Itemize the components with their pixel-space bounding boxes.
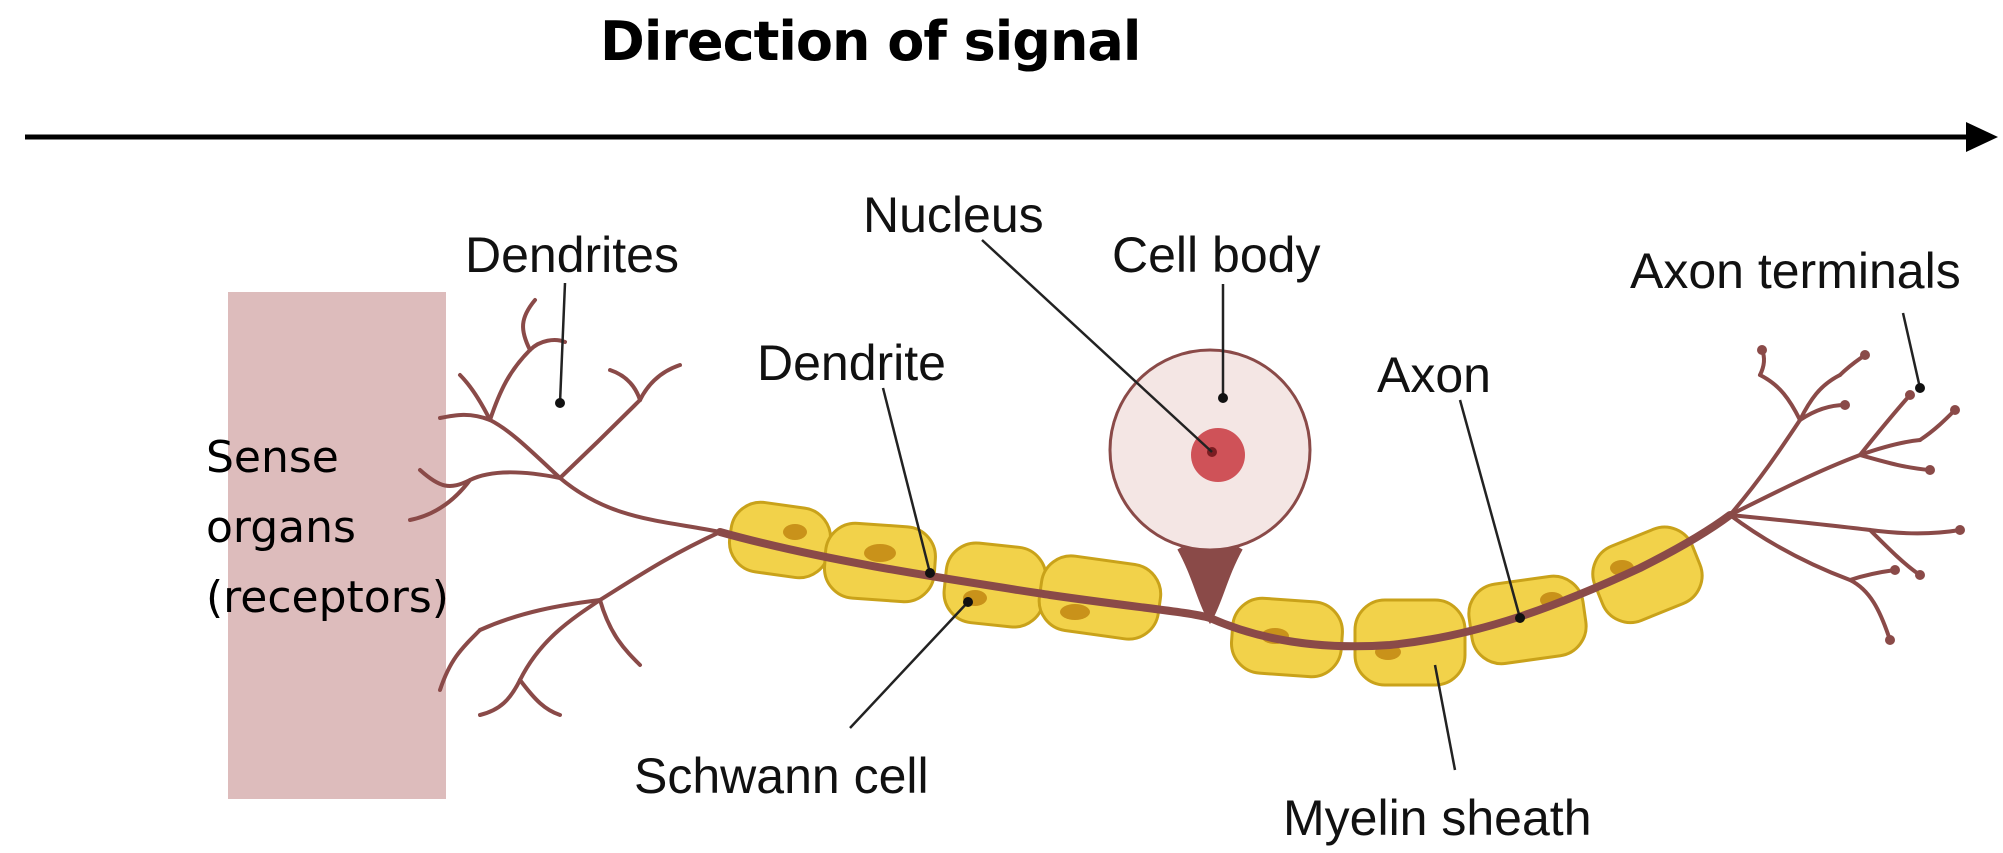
sense-organs-line: Sense bbox=[206, 423, 449, 493]
label-nucleus: Nucleus bbox=[863, 187, 1044, 243]
label-myelin-sheath: Myelin sheath bbox=[1283, 790, 1592, 846]
nucleus bbox=[1191, 428, 1245, 482]
axon-terminal-tree bbox=[1730, 350, 1960, 640]
axon-terminal-knobs bbox=[1757, 345, 1965, 645]
label-dendrite: Dendrite bbox=[757, 335, 946, 391]
label-cell-body: Cell body bbox=[1112, 227, 1320, 283]
sense-organs-line: (receptors) bbox=[206, 563, 449, 633]
signal-direction-arrow bbox=[25, 122, 1998, 152]
label-schwann-cell: Schwann cell bbox=[634, 748, 929, 804]
cell-body-stalk bbox=[1180, 548, 1240, 618]
sense-organs-label: Sense organs (receptors) bbox=[206, 423, 449, 633]
label-axon: Axon bbox=[1377, 347, 1491, 403]
label-axon-terminals: Axon terminals bbox=[1630, 243, 1961, 299]
sense-organs-line: organs bbox=[206, 493, 449, 563]
label-dendrites: Dendrites bbox=[465, 227, 679, 283]
dendrite-tree-left bbox=[410, 300, 720, 715]
